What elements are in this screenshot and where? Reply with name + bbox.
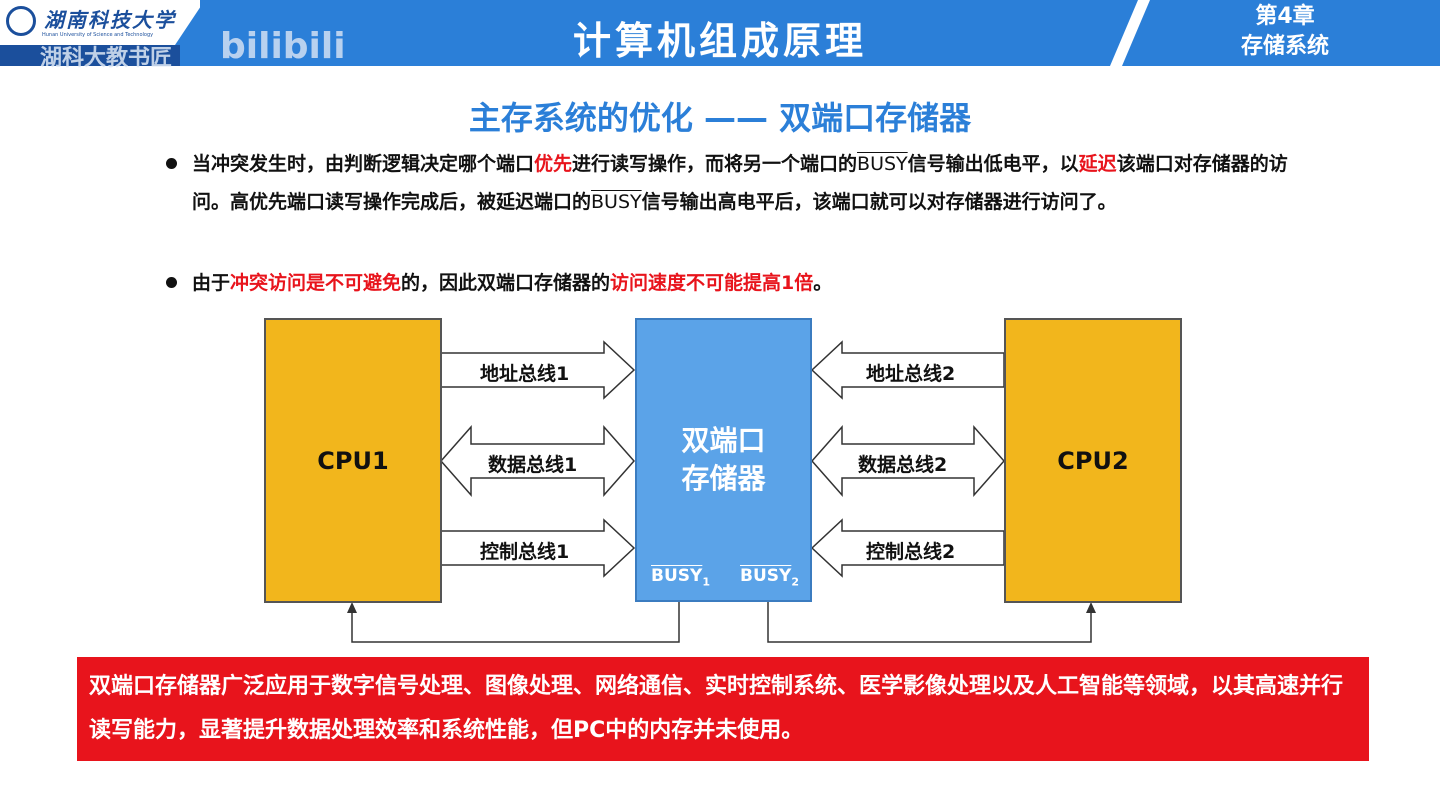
arrowhead-icon bbox=[347, 602, 357, 613]
address-bus-1-label: 地址总线1 bbox=[480, 363, 570, 385]
course-title: 计算机组成原理 bbox=[572, 19, 867, 63]
memory-label: 双端口 bbox=[681, 424, 766, 457]
control-bus-1-label: 控制总线1 bbox=[480, 541, 570, 563]
watermark: 湖科大教书匠 bbox=[40, 46, 173, 71]
bullet-icon bbox=[166, 277, 177, 288]
chapter-label: 第4章存储系统 bbox=[1200, 2, 1370, 62]
bilibili-watermark: bilibili bbox=[220, 26, 346, 67]
logo-strip bbox=[0, 45, 180, 66]
cpu1-box: CPU1 bbox=[264, 318, 442, 603]
address-bus-2-label: 地址总线2 bbox=[866, 363, 956, 385]
university-logo-icon bbox=[6, 6, 36, 36]
control-bus-2-arrow bbox=[810, 518, 1005, 578]
memory-label: 存储器 bbox=[681, 462, 766, 495]
busy2-feedback-line bbox=[767, 602, 1092, 643]
university-name: 湖南科技大学 bbox=[44, 8, 176, 32]
data-bus-1-arrow bbox=[439, 425, 636, 497]
data-bus-2-label: 数据总线2 bbox=[858, 454, 948, 476]
data-bus-1-label: 数据总线1 bbox=[488, 454, 578, 476]
arrowhead-icon bbox=[1086, 602, 1096, 613]
control-bus-2-label: 控制总线2 bbox=[866, 541, 956, 563]
chapter-name: 存储系统 bbox=[1240, 34, 1329, 59]
busy1-feedback-line bbox=[351, 602, 680, 643]
control-bus-1-arrow bbox=[440, 518, 636, 578]
slide-title: 主存系统的优化 —— 双端口存储器 bbox=[468, 99, 972, 137]
chapter-number: 第4章 bbox=[1255, 4, 1315, 29]
cpu2-box: CPU2 bbox=[1004, 318, 1182, 603]
bullet-text-1: 当冲突发生时，由判断逻辑决定哪个端口优先进行读写操作，而将另一个端口的BUSY信… bbox=[192, 153, 1288, 213]
address-bus-1-arrow bbox=[440, 340, 636, 400]
university-name-en: Hunan University of Science and Technolo… bbox=[42, 32, 154, 38]
busy2-label: BUSY2 bbox=[740, 566, 799, 589]
bullet-text-2: 由于冲突访问是不可避免的，因此双端口存储器的访问速度不可能提高1倍。 bbox=[192, 272, 833, 294]
address-bus-2-arrow bbox=[810, 340, 1005, 400]
dual-port-memory-box: 双端口存储器 bbox=[635, 318, 812, 602]
busy1-label: BUSY1 bbox=[651, 566, 710, 589]
header-bar bbox=[0, 0, 1440, 66]
university-logo-area: 湖南科技大学 Hunan University of Science and T… bbox=[0, 0, 200, 45]
bullet-icon bbox=[166, 158, 177, 169]
application-note: 双端口存储器广泛应用于数字信号处理、图像处理、网络通信、实时控制系统、医学影像处… bbox=[77, 657, 1369, 761]
